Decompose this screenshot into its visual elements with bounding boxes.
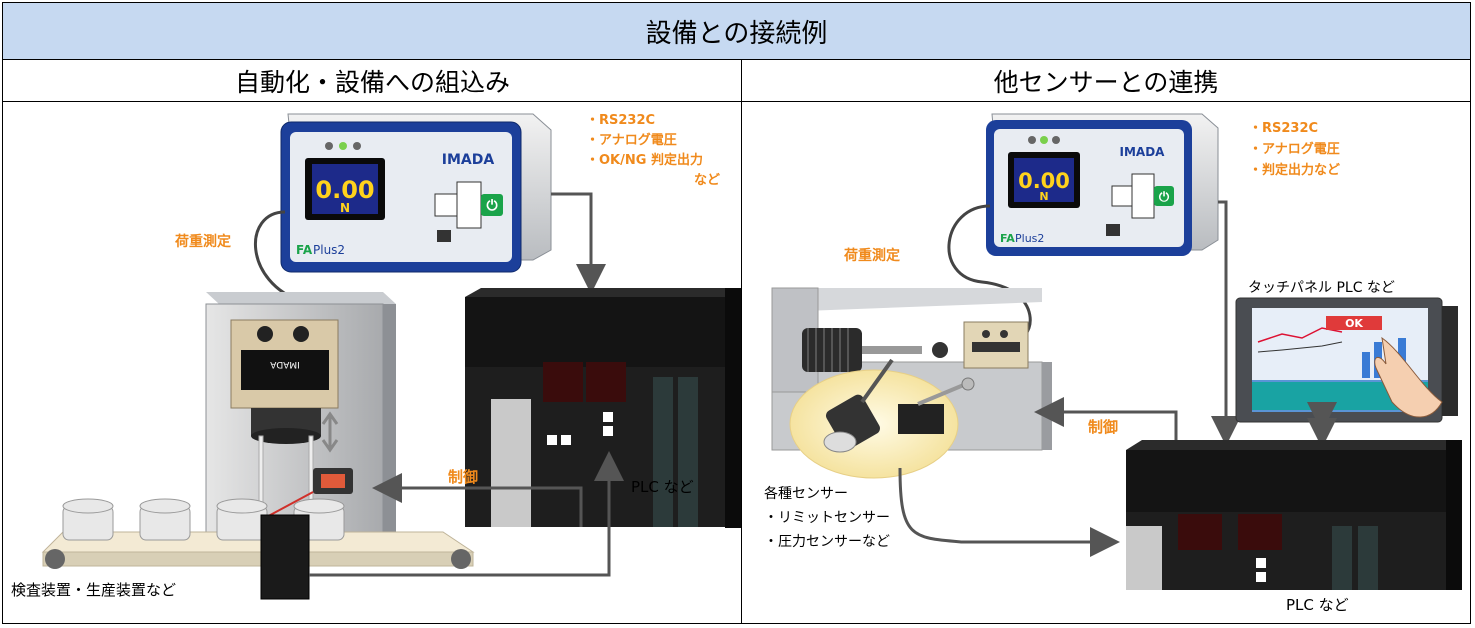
sensor-closeup [789,358,975,479]
output-item-judgement: ・判定出力など [1249,162,1340,178]
sensor-item-pressure: ・圧力センサーなど [764,534,890,550]
svg-text:⏻: ⏻ [1159,190,1170,205]
output-arrow [551,192,606,294]
left-diagram-cell: 0.00 N IMADA ⏻ FA Plus2 ・RS232C ・アナログ電圧 … [2,101,743,624]
right-diagram: 0.00 N IMADA ⏻ FA Plus2 ・RS232C ・アナログ電圧 … [764,113,1462,614]
device-model-suffix: Plus2 [1015,232,1044,245]
press-brand-text: IMADA [269,359,299,369]
plc-label: PLC など [631,478,694,496]
control-label: 制御 [1088,418,1118,436]
touch-panel-label: タッチパネル PLC など [1248,280,1395,296]
sensor-arrow [309,451,624,577]
sensor-item-limit: ・リミットセンサー [764,510,890,526]
svg-text:⏻: ⏻ [486,198,497,214]
device-display-value: 0.00 [315,176,374,204]
photo-sensor [260,514,310,600]
left-heading: 自動化・設備への組込み [2,59,743,103]
load-measure-label: 荷重測定 [843,247,900,264]
control-arrow [1034,397,1178,440]
output-arrow [1211,200,1241,446]
load-measure-label: 荷重測定 [174,233,231,250]
device-model-suffix: Plus2 [313,243,345,257]
device-model-prefix: FA [296,243,313,257]
output-item-analog: ・アナログ電圧 [586,132,677,148]
right-heading: 他センサーとの連携 [741,59,1471,103]
control-label: 制御 [448,468,478,486]
force-gauge-device: 0.00 N IMADA ⏻ FA Plus2 [986,113,1219,256]
output-item-etc: など [694,173,720,188]
output-item-rs232c: ・RS232C [586,113,655,128]
device-display-value: 0.00 [1018,169,1070,193]
plc-unit [465,288,741,528]
device-display-unit: N [1039,190,1048,203]
conveyor [41,491,475,600]
control-arrow [372,473,583,527]
force-gauge-device: 0.00 N IMADA ⏻ FA Plus2 [280,113,552,273]
device-brand-text: IMADA [1120,145,1166,159]
device-display-unit: N [340,201,350,215]
device-brand-text: IMADA [442,152,495,168]
inspection-press: IMADA [205,292,396,543]
output-item-judgement: ・OK/NG 判定出力 [586,152,703,168]
sensor-heading: 各種センサー [764,486,848,502]
inspection-equipment-label: 検査装置・生産装置など [11,581,176,599]
output-item-rs232c: ・RS232C [1249,121,1318,136]
ok-button-label: OK [1345,317,1363,330]
output-item-analog: ・アナログ電圧 [1249,141,1340,157]
touch-panel: OK [1235,297,1458,423]
plc-unit [1126,440,1462,590]
left-diagram: 0.00 N IMADA ⏻ FA Plus2 ・RS232C ・アナログ電圧 … [11,113,741,600]
device-model-prefix: FA [1000,232,1015,245]
sensor-arrow [898,467,1120,557]
page-title: 設備との接続例 [2,2,1471,61]
plc-label: PLC など [1286,596,1349,614]
right-diagram-cell: 0.00 N IMADA ⏻ FA Plus2 ・RS232C ・アナログ電圧 … [741,101,1471,624]
